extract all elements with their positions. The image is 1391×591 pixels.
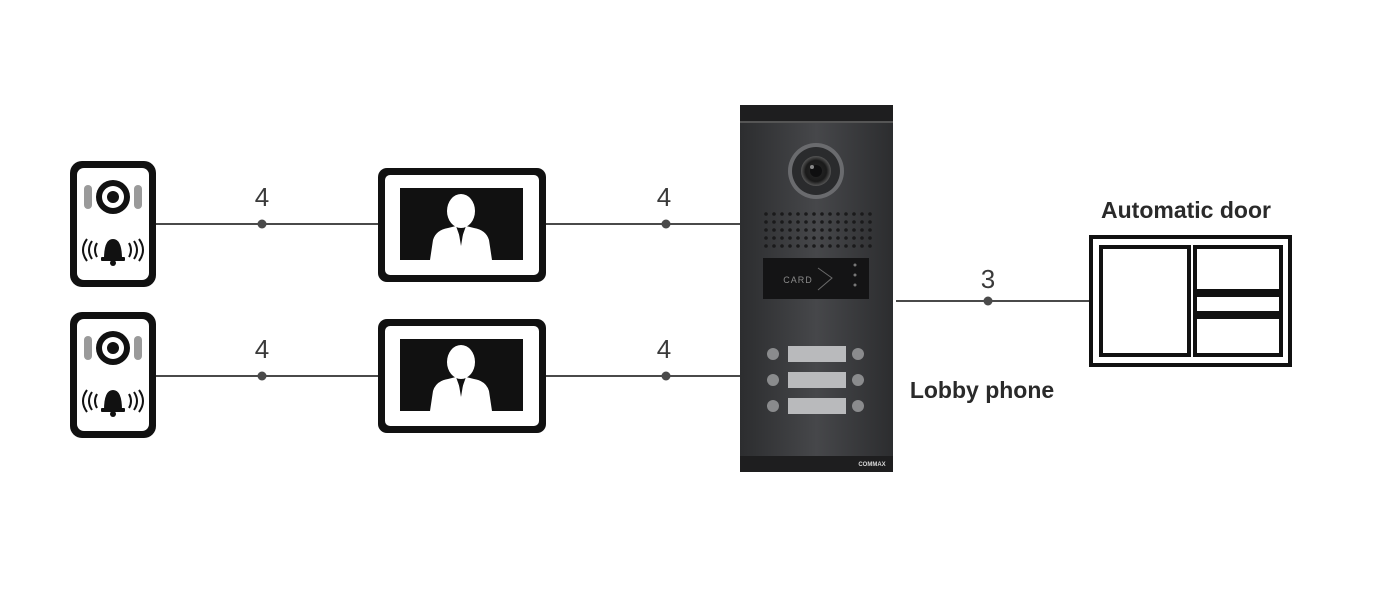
- wire-count-label: 3: [981, 264, 995, 294]
- door-station-icon: [69, 160, 157, 288]
- wire-count-label: 4: [255, 182, 269, 212]
- wire-junction-dots: [257, 219, 993, 381]
- wire-count-label: 4: [657, 334, 671, 364]
- brand-logo: COMMAX: [858, 462, 885, 468]
- door-station-icon: [69, 311, 157, 439]
- wires: [156, 223, 1092, 377]
- call-buttons: [767, 346, 864, 414]
- lobby-phone-label: Lobby phone: [910, 377, 1054, 403]
- card-reader: CARD: [763, 258, 869, 299]
- automatic-door-label: Automatic door: [1101, 197, 1271, 223]
- wire-count-label: 4: [657, 182, 671, 212]
- video-monitor-icon: [378, 319, 546, 433]
- speaker-grille: [764, 212, 872, 248]
- automatic-door-icon: [1089, 235, 1292, 367]
- svg-text:CARD: CARD: [783, 275, 813, 285]
- lobby-phone-panel: CARD COMMAX: [740, 105, 893, 472]
- video-monitor-icon: [378, 168, 546, 282]
- wire-count-label: 4: [255, 334, 269, 364]
- camera-icon: [788, 143, 844, 199]
